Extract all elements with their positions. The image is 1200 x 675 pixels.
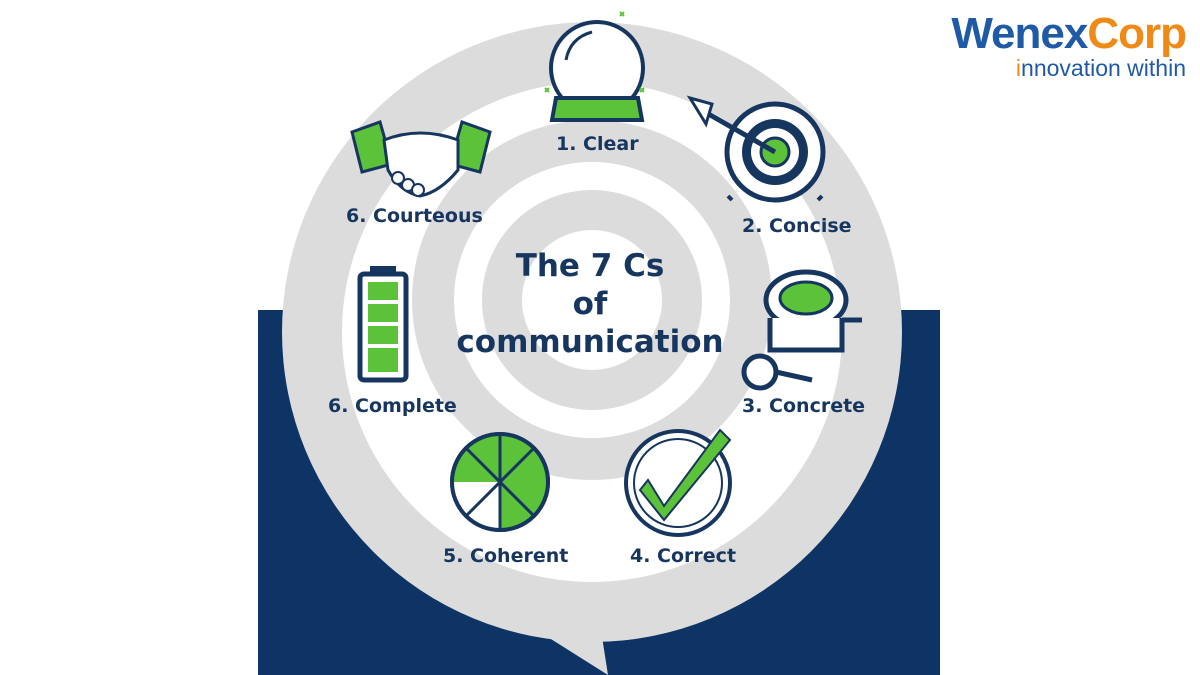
label-coherent: 5. Coherent <box>443 545 569 567</box>
label-courteous: 6. Courteous <box>346 205 483 227</box>
label-concise: 2. Concise <box>742 215 852 237</box>
logo-wordmark: WenexCorp <box>951 9 1187 58</box>
diagram-title: The 7 Cs of communication <box>440 248 740 368</box>
label-complete: 6. Complete <box>328 395 457 417</box>
title-line-3: communication <box>456 324 724 360</box>
cement-mixer-icon <box>741 269 862 391</box>
logo-tagline: innovation within <box>951 56 1186 80</box>
title-line-1: The 7 Cs <box>515 248 665 284</box>
label-correct: 4. Correct <box>630 545 737 567</box>
tagline-nnovation: nnovation <box>1021 55 1121 81</box>
target-arrow-icon <box>686 95 826 203</box>
handshake-icon <box>350 120 492 198</box>
crystal-ball-icon <box>544 11 645 122</box>
checkmark-icon <box>624 428 732 537</box>
title-line-2: of <box>572 286 608 322</box>
tagline-i: i <box>1015 55 1022 81</box>
logo-wenex: Wenex <box>951 9 1088 58</box>
logo-corp: Corp <box>1087 9 1187 58</box>
tagline-within: within <box>1120 55 1186 81</box>
center-core <box>522 230 662 370</box>
battery-full-icon <box>357 266 409 383</box>
label-clear: 1. Clear <box>556 133 639 155</box>
wenexcorp-logo: WenexCorp innovation within <box>951 9 1187 81</box>
puzzle-circle-icon <box>450 432 550 532</box>
label-concrete: 3. Concrete <box>742 395 866 417</box>
